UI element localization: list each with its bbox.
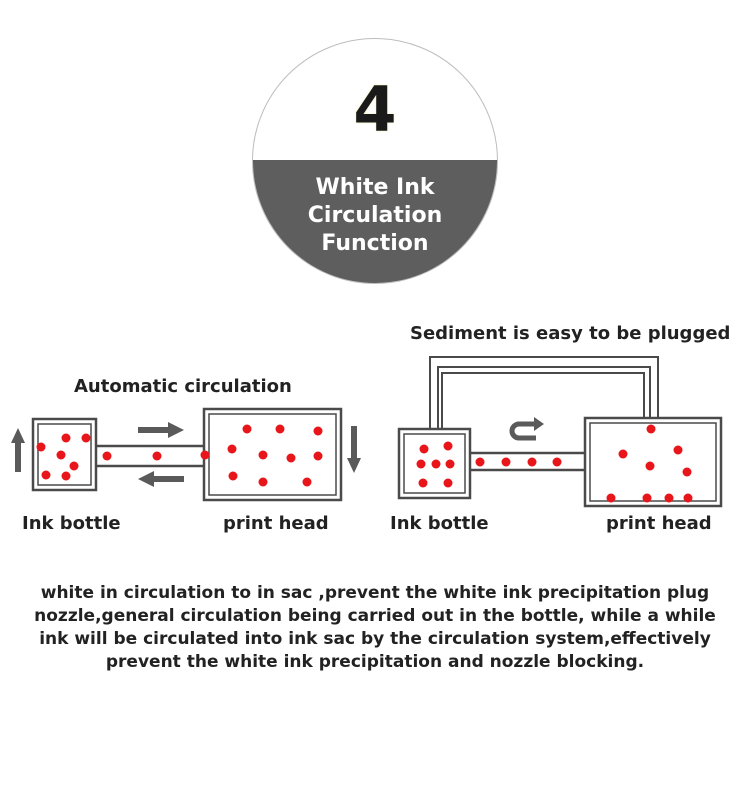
step-number: 4 <box>353 73 397 146</box>
right-head-label: print head <box>606 513 712 534</box>
right-bottle-ink-dots <box>416 441 455 488</box>
right-overhead-loop <box>429 356 659 429</box>
arrow-up-icon <box>11 428 25 472</box>
return-arrow-icon <box>509 421 536 441</box>
step-badge: 4 White Ink Circulation Function <box>252 38 498 284</box>
right-pipe <box>470 451 585 472</box>
description-line: prevent the white ink precipitation and … <box>105 652 645 672</box>
description-line: white in circulation to in sac ,prevent … <box>40 583 710 603</box>
arrow-right-icon <box>138 422 184 438</box>
badge-lower-band <box>253 160 497 283</box>
description-paragraph: white in circulation to in sac ,prevent … <box>10 582 740 674</box>
left-head-label: print head <box>223 513 329 534</box>
left-pipe <box>96 444 204 468</box>
step-title: White Ink Circulation Function <box>307 175 443 256</box>
return-arrow-head-icon <box>534 417 544 431</box>
right-bottle-label: Ink bottle <box>390 513 489 534</box>
left-head-ink-dots <box>227 424 323 487</box>
left-pipe-ink-dots <box>102 450 210 461</box>
description-line: nozzle,general circulation being carried… <box>34 606 716 626</box>
left-caption: Automatic circulation <box>74 376 292 397</box>
right-ink-bottle <box>397 427 472 500</box>
left-ink-bottle <box>31 417 98 492</box>
description-line: ink will be circulated into ink sac by t… <box>39 629 711 649</box>
right-print-head <box>583 416 723 508</box>
left-bottle-label: Ink bottle <box>22 513 121 534</box>
arrow-left-icon <box>138 471 184 487</box>
right-pipe-ink-dots <box>475 457 562 467</box>
right-caption: Sediment is easy to be plugged <box>410 323 731 344</box>
left-bottle-ink-dots <box>36 433 91 481</box>
arrow-down-icon <box>347 426 361 473</box>
flow-arrows <box>11 422 361 487</box>
right-head-ink-dots <box>606 424 693 503</box>
